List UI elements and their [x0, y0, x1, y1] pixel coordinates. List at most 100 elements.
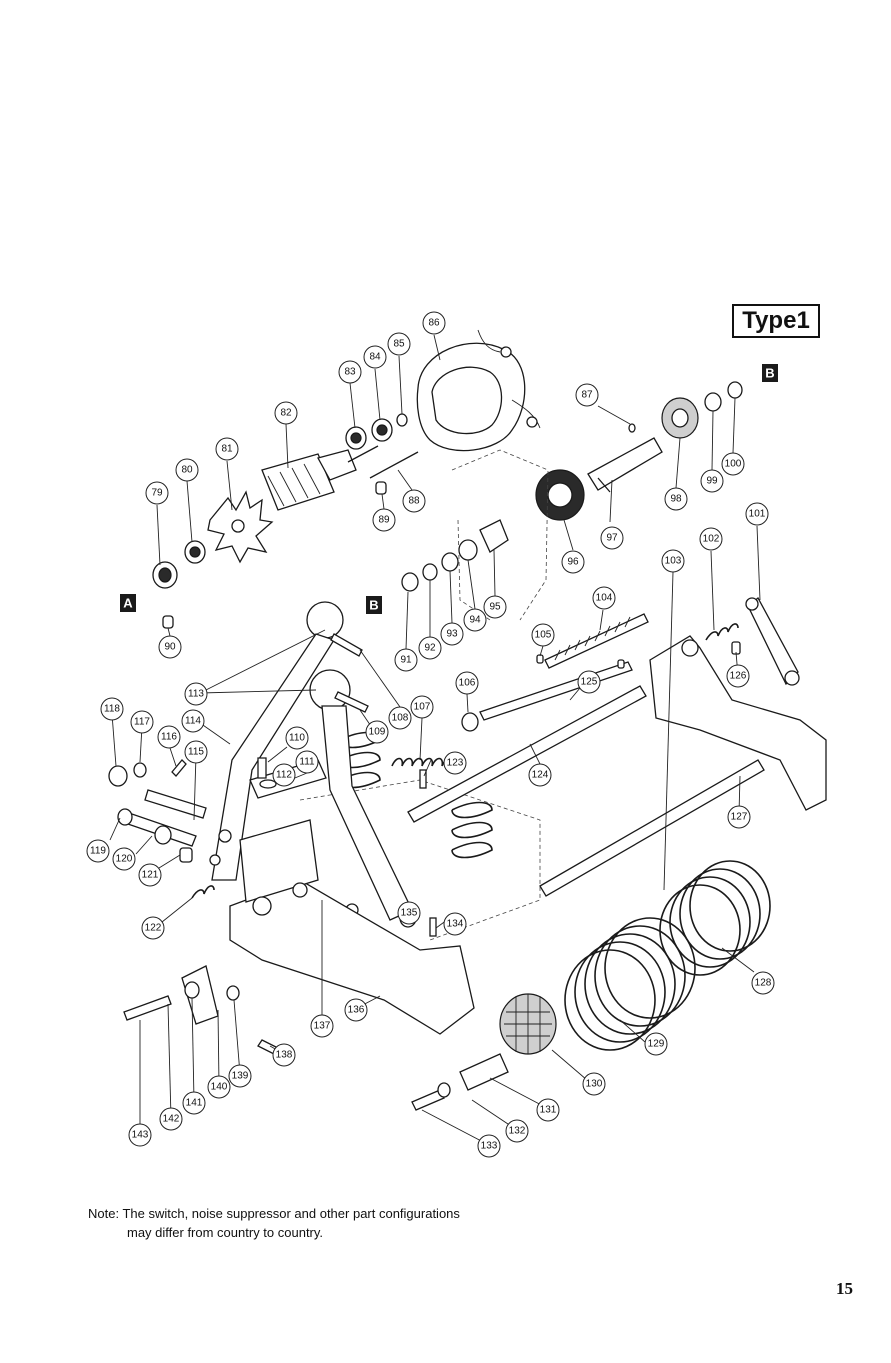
svg-text:105: 105: [535, 630, 552, 641]
svg-text:140: 140: [211, 1082, 228, 1093]
callout-80: 80: [175, 458, 199, 482]
callout-121: 121: [138, 863, 162, 887]
svg-text:84: 84: [369, 352, 381, 363]
svg-text:121: 121: [142, 870, 159, 881]
callout-127: 127: [727, 805, 751, 829]
callout-107: 107: [410, 695, 434, 719]
callout-105: 105: [531, 623, 555, 647]
svg-text:93: 93: [446, 629, 458, 640]
svg-text:97: 97: [606, 533, 618, 544]
callout-92: 92: [418, 636, 442, 660]
svg-text:103: 103: [665, 556, 682, 567]
svg-text:136: 136: [348, 1005, 365, 1016]
section-marker-a-left: A: [120, 594, 136, 612]
svg-text:106: 106: [459, 678, 476, 689]
svg-text:80: 80: [181, 465, 193, 476]
callout-88: 88: [402, 489, 426, 513]
callout-135: 135: [397, 901, 421, 925]
svg-text:129: 129: [648, 1039, 665, 1050]
svg-text:85: 85: [393, 339, 405, 350]
svg-text:114: 114: [185, 716, 201, 727]
callout-137: 137: [310, 1014, 334, 1038]
callout-106: 106: [455, 671, 479, 695]
svg-text:100: 100: [725, 459, 742, 470]
svg-text:117: 117: [134, 717, 150, 728]
callout-110: 110: [285, 726, 309, 750]
callout-99: 99: [700, 469, 724, 493]
callout-131: 131: [536, 1098, 560, 1122]
svg-text:143: 143: [132, 1130, 149, 1141]
svg-text:139: 139: [232, 1071, 249, 1082]
svg-text:89: 89: [378, 515, 390, 526]
svg-text:98: 98: [670, 494, 682, 505]
callout-101: 101: [745, 502, 769, 526]
callout-115: 115: [184, 740, 208, 764]
marker-b-right-label: B: [765, 366, 774, 381]
svg-text:142: 142: [163, 1114, 180, 1125]
callout-108: 108: [388, 706, 412, 730]
svg-text:110: 110: [289, 733, 305, 744]
svg-text:122: 122: [145, 923, 162, 934]
marker-a-label: A: [123, 596, 133, 611]
svg-text:115: 115: [188, 747, 204, 758]
svg-text:128: 128: [755, 978, 772, 989]
svg-text:87: 87: [581, 390, 593, 401]
callout-132: 132: [505, 1119, 529, 1143]
svg-text:104: 104: [596, 593, 613, 604]
svg-text:99: 99: [706, 476, 718, 487]
callout-124: 124: [528, 763, 552, 787]
callout-81: 81: [215, 437, 239, 461]
callout-82: 82: [274, 401, 298, 425]
callout-83: 83: [338, 360, 362, 384]
gear-shaft-drawing: [535, 381, 743, 521]
note-line-2: may differ from country to country.: [127, 1225, 324, 1240]
callout-103: 103: [661, 549, 685, 573]
callout-97: 97: [600, 526, 624, 550]
callout-140: 140: [207, 1075, 231, 1099]
callout-96: 96: [561, 550, 585, 574]
small-hardware-drawing: [108, 633, 741, 1111]
svg-text:107: 107: [414, 702, 431, 713]
svg-text:108: 108: [392, 713, 409, 724]
type-label: Type1: [732, 304, 820, 338]
callout-130: 130: [582, 1072, 606, 1096]
bearings-left-drawing: [152, 413, 419, 629]
svg-text:125: 125: [581, 677, 598, 688]
callout-98: 98: [664, 487, 688, 511]
callout-100: 100: [721, 452, 745, 476]
svg-text:101: 101: [749, 509, 766, 520]
callout-138: 138: [272, 1043, 296, 1067]
svg-text:79: 79: [151, 488, 163, 499]
svg-text:134: 134: [447, 919, 464, 930]
leader-lines: [109, 334, 761, 1145]
callout-143: 143: [128, 1123, 152, 1147]
svg-text:86: 86: [428, 318, 440, 329]
callout-142: 142: [159, 1107, 183, 1131]
svg-text:135: 135: [401, 908, 418, 919]
svg-text:120: 120: [116, 854, 133, 865]
svg-text:112: 112: [276, 770, 292, 781]
callout-118: 118: [100, 697, 124, 721]
callout-125: 125: [577, 670, 601, 694]
field-housing-drawing: [416, 329, 541, 452]
callout-123: 123: [443, 751, 467, 775]
svg-text:126: 126: [730, 671, 747, 682]
clutch-parts-drawing: [401, 519, 509, 592]
armature-drawing: [207, 445, 379, 564]
callout-119: 119: [86, 839, 110, 863]
section-marker-b-center: B: [366, 596, 382, 614]
svg-text:91: 91: [400, 655, 412, 666]
page-number: 15: [836, 1279, 853, 1298]
callout-117: 117: [130, 710, 154, 734]
svg-text:88: 88: [408, 496, 420, 507]
callout-85: 85: [387, 332, 411, 356]
callouts: 79 80 81 82 83 84 85 86 87 88 89 90 91 9…: [86, 311, 775, 1158]
svg-text:94: 94: [469, 615, 481, 626]
callout-141: 141: [182, 1091, 206, 1115]
section-marker-b-right: B: [762, 364, 778, 382]
callout-91: 91: [394, 648, 418, 672]
callout-139: 139: [228, 1064, 252, 1088]
spring-seat-drawing: [499, 993, 557, 1055]
svg-text:133: 133: [481, 1141, 498, 1152]
